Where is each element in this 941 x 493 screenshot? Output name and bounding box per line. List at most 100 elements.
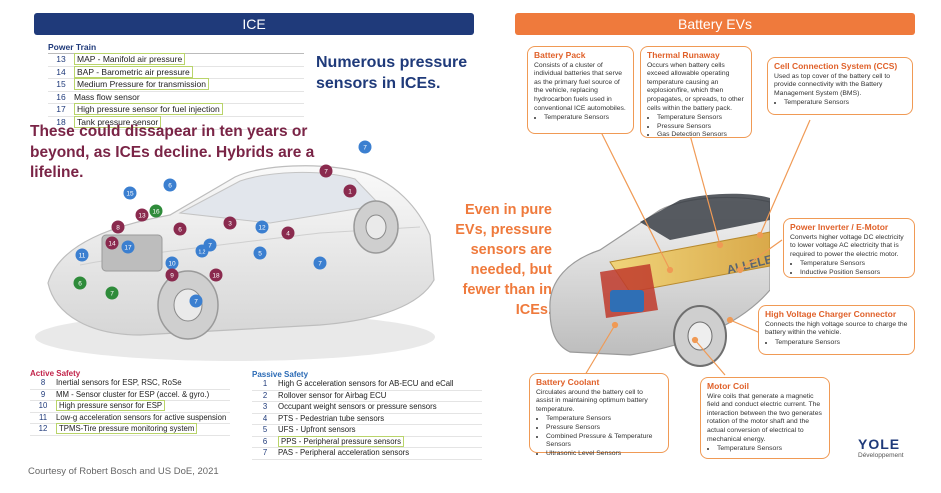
- sensor-marker: 11: [75, 248, 89, 262]
- sensor-marker-dot: [253, 246, 267, 260]
- row-text: High pressure sensor for fuel injection: [74, 103, 223, 116]
- sensor-marker-label: 8: [116, 225, 120, 232]
- info-box-sensor-list: Temperature Sensors: [707, 445, 823, 454]
- sensor-marker-dot: [163, 178, 177, 192]
- sensor-marker: 16: [149, 204, 163, 218]
- leader-dot-battery-coolant: [611, 321, 619, 329]
- row-number: 14: [56, 66, 66, 77]
- sensor-marker: 10: [165, 256, 179, 270]
- passive-safety-title: Passive Safety: [252, 370, 309, 379]
- leader-dot-motor-coil: [691, 336, 699, 344]
- info-box-description: Connects the high voltage source to char…: [765, 320, 908, 337]
- table-row: 14 BAP - Barometric air pressure: [48, 65, 304, 80]
- row-number: 18: [56, 116, 66, 127]
- ice-header: ICE: [34, 13, 474, 35]
- yole-logo: YOLE Développement: [858, 436, 904, 459]
- sensor-marker: 7: [319, 164, 333, 178]
- sensor-list-item: Temperature Sensors: [717, 445, 823, 454]
- info-box-title: Thermal Runaway: [647, 50, 720, 60]
- ev-car-illustration: ALLELE: [549, 193, 770, 367]
- yole-logo-name: YOLE: [858, 436, 901, 452]
- info-box-sensor-list: Temperature Sensors: [534, 114, 627, 123]
- row-text: High G acceleration sensors for AB-ECU a…: [278, 379, 454, 388]
- row-text: MAP - Manifold air pressure: [74, 53, 186, 65]
- power-train-title: Power Train: [48, 42, 304, 54]
- sensor-marker-dot: [135, 208, 149, 222]
- leader-dot-ccs: [756, 231, 764, 239]
- row-number: 2: [262, 390, 268, 400]
- sensor-list-item: Gas Detection Sensors: [657, 131, 745, 140]
- info-box-description: Wire coils that generate a magnetic fiel…: [707, 392, 822, 443]
- info-box-description: Circulates around the battery cell to as…: [536, 388, 648, 413]
- info-box-sensor-list: Temperature SensorsPressure SensorsGas D…: [647, 114, 745, 140]
- row-text: PPS - Peripheral pressure sensors: [278, 435, 405, 447]
- sensor-marker: 7: [189, 294, 203, 308]
- sensor-marker: 15: [123, 186, 137, 200]
- sensor-marker-label: 6: [168, 183, 172, 190]
- info-box-title: Battery Pack: [534, 50, 586, 60]
- row-number: 16: [56, 91, 66, 102]
- sensor-marker-label: 15: [126, 191, 134, 198]
- leader-motor-coil: [694, 339, 726, 376]
- table-row: 4 PTS - Pedestrian tube sensors: [252, 413, 482, 425]
- leader-ccs: [759, 119, 811, 236]
- sensor-marker: 12: [255, 220, 269, 234]
- leader-dot-hv-charger: [726, 316, 734, 324]
- row-number: 5: [262, 425, 268, 434]
- sensor-marker-label: 1: [348, 189, 352, 196]
- numerous-sensors-text: Numerous pressure sensors in ICEs.: [316, 54, 468, 92]
- sensor-marker-label: 7: [324, 169, 328, 176]
- ice-rear-hub: [365, 214, 387, 240]
- sensor-list-item: Pressure Sensors: [546, 424, 662, 433]
- info-box-description: Used as top cover of the battery cell to…: [774, 72, 890, 97]
- row-number: 6: [262, 436, 268, 446]
- row-text: Tank pressure sensor: [74, 115, 162, 128]
- sensor-marker: 14: [105, 236, 119, 250]
- ev-car-windshield: [640, 193, 770, 240]
- ev-front-hub: [687, 321, 713, 351]
- row-number: 9: [40, 389, 46, 399]
- sensor-marker-label: 5: [258, 251, 262, 258]
- leader-thermal-runaway: [689, 134, 721, 246]
- sensor-marker-dot: [123, 186, 137, 200]
- sensor-marker-dot: [255, 220, 269, 234]
- sensor-marker-label: 6: [78, 281, 82, 288]
- row-number: 13: [56, 54, 66, 64]
- sensor-marker-label: 9: [170, 273, 174, 280]
- row-number: 4: [262, 413, 268, 423]
- info-box-sensor-list: Temperature SensorsPressure SensorsCombi…: [536, 415, 662, 458]
- sensor-marker-dot: [105, 286, 119, 300]
- sensor-marker-dot: [281, 226, 295, 240]
- sensor-marker-dot: [105, 236, 119, 250]
- sensor-list-item: Temperature Sensors: [657, 114, 745, 123]
- row-number: 8: [40, 378, 46, 387]
- sensor-marker-dot: [75, 248, 89, 262]
- sensor-marker: 3: [223, 216, 237, 230]
- ev-header: Battery EVs: [515, 13, 915, 35]
- sensor-marker-dot: [343, 184, 357, 198]
- sensor-marker: 1: [343, 184, 357, 198]
- row-text: Inertial sensors for ESP, RSC, RoSe: [56, 378, 182, 387]
- sensor-marker-dot: [121, 240, 135, 254]
- table-row: 2 Rollover sensor for Airbag ECU: [252, 390, 482, 402]
- row-text: PTS - Pedestrian tube sensors: [278, 413, 385, 423]
- sensor-marker-dot: [313, 256, 327, 270]
- row-text: Rollover sensor for Airbag ECU: [278, 390, 387, 400]
- sensor-marker-label: 7: [363, 145, 367, 152]
- power-train-table: Power Train 13 MAP - Manifold air pressur…: [48, 42, 304, 130]
- row-text: BAP - Barometric air pressure: [74, 65, 193, 78]
- row-text: MM - Sensor cluster for ESP (accel. & gy…: [56, 389, 210, 399]
- row-number: 15: [56, 79, 66, 90]
- sensor-list-item: Pressure Sensors: [657, 123, 745, 132]
